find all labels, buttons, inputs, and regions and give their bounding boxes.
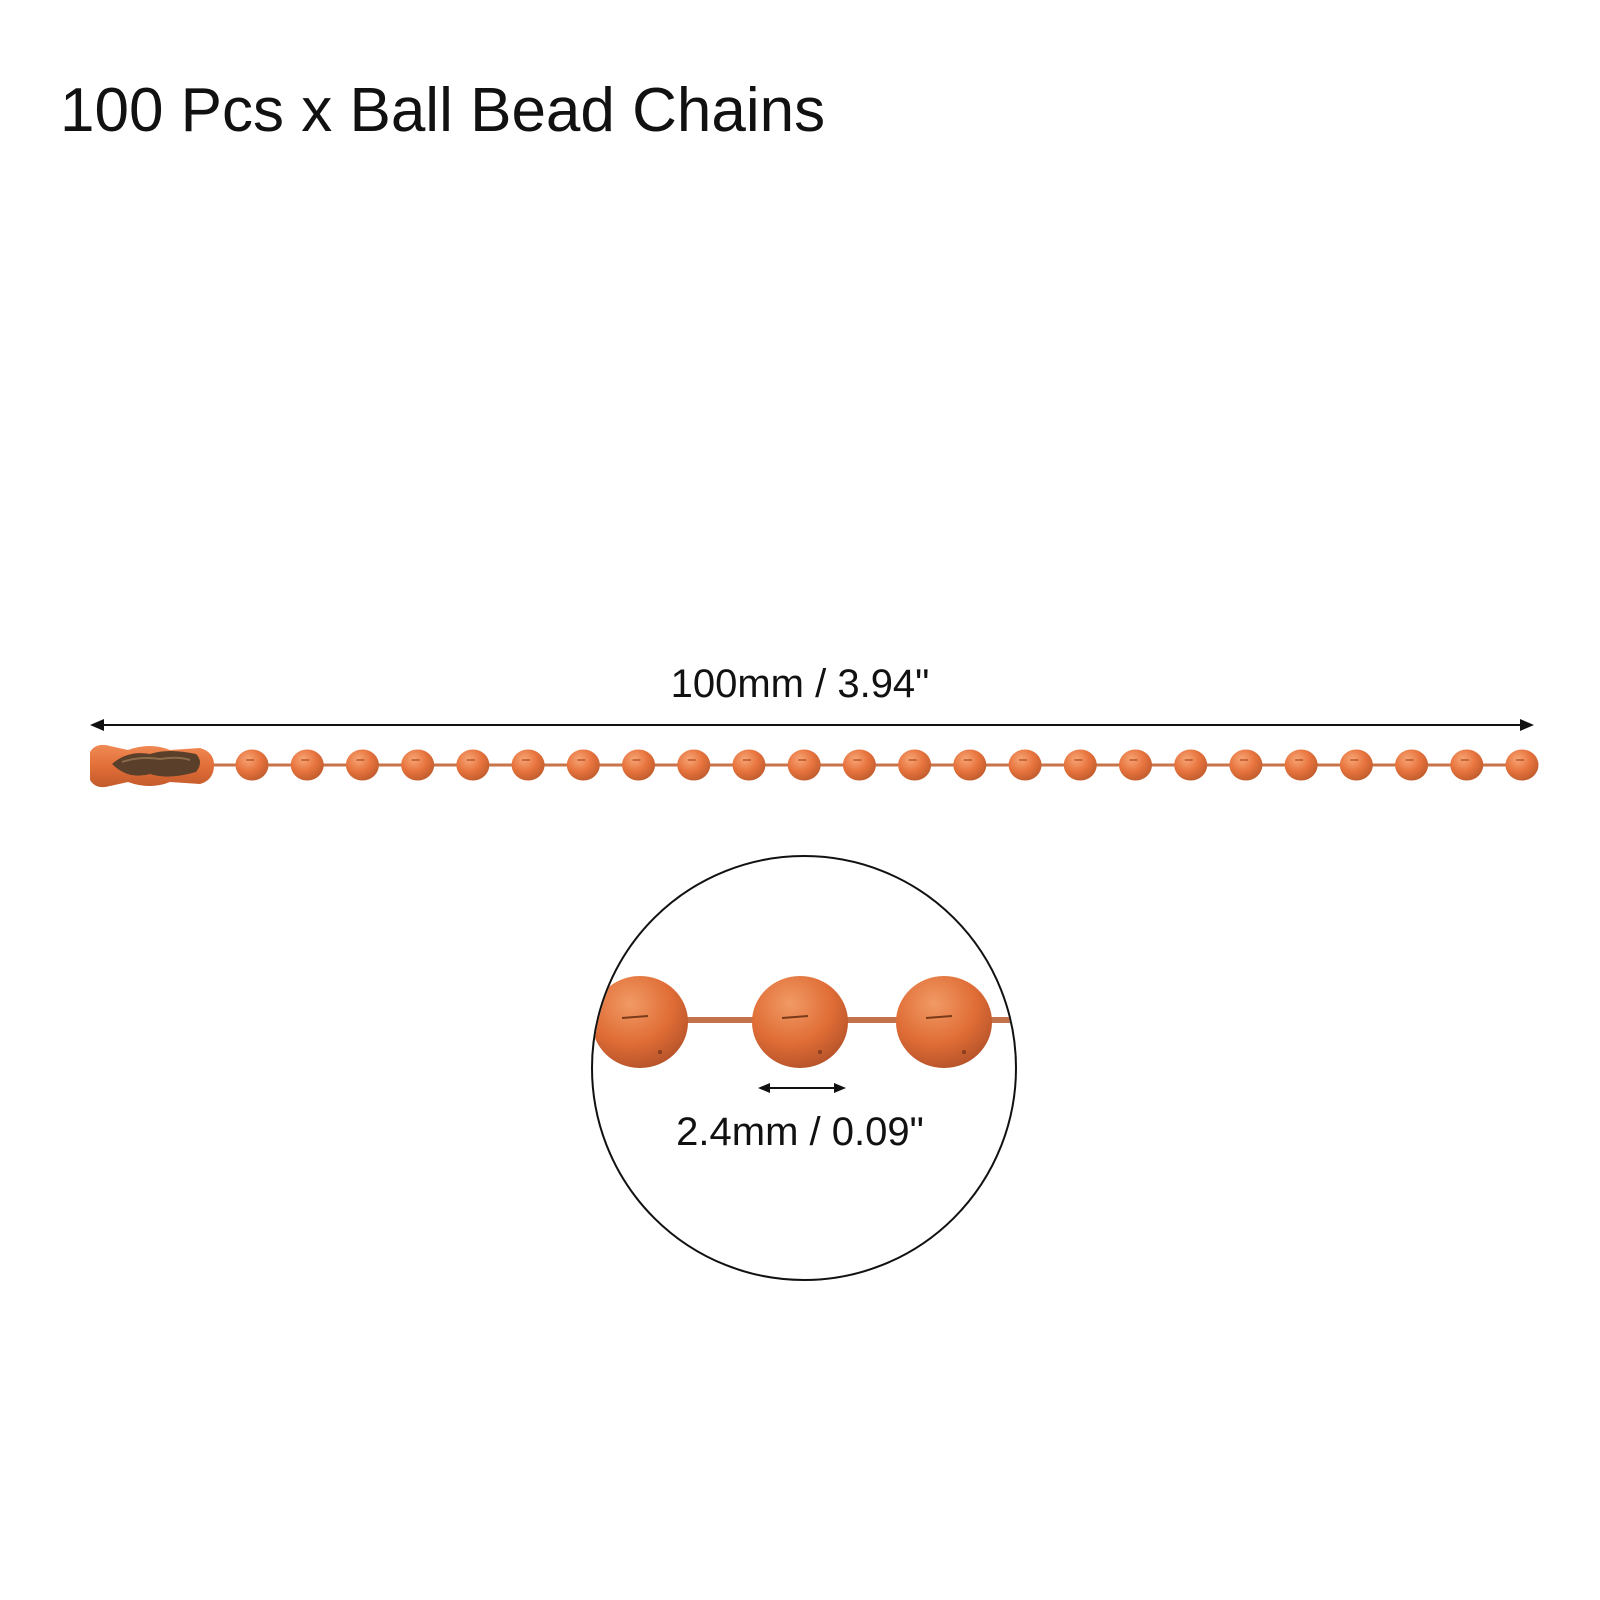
chain-bead [290, 749, 324, 781]
length-dimension-arrow [90, 719, 1534, 731]
chain-bead [1063, 749, 1097, 781]
chain-bead [511, 749, 545, 781]
chain-bead [1505, 749, 1539, 781]
chain-bead [1229, 749, 1263, 781]
zoom-bead-seam [781, 1015, 809, 1019]
chain-bead [787, 749, 821, 781]
bead-dimension-arrow [758, 1083, 846, 1093]
chain-bead [1174, 749, 1208, 781]
chain-bead [677, 749, 711, 781]
chain-bead [456, 749, 490, 781]
zoom-beads [593, 976, 992, 1068]
length-label: 100mm / 3.94" [670, 662, 930, 706]
chain-bead [842, 749, 876, 781]
chain-beads [235, 749, 1539, 781]
product-title: 100 Pcs x Ball Bead Chains [60, 76, 826, 145]
chain-bead [1284, 749, 1318, 781]
zoom-bead [593, 976, 688, 1068]
chain-bead [1118, 749, 1152, 781]
chain-bead [732, 749, 766, 781]
zoom-bead-speck [658, 1050, 662, 1054]
chain-bead [1008, 749, 1042, 781]
chain-bead [566, 749, 600, 781]
zoom-bead-seam [925, 1015, 953, 1019]
zoom-bead-seam [621, 1015, 649, 1019]
chain-bead [1450, 749, 1484, 781]
chain-bead [953, 749, 987, 781]
zoom-detail-circle [591, 855, 1017, 1281]
chain-clasp [90, 744, 214, 788]
chain-bead [1395, 749, 1429, 781]
zoom-bead [752, 976, 848, 1068]
zoom-bead [896, 976, 992, 1068]
chain-bead [345, 749, 379, 781]
chain-bead [1339, 749, 1373, 781]
zoom-bead-speck [818, 1050, 822, 1054]
bead-diameter-label: 2.4mm / 0.09" [676, 1110, 924, 1154]
chain-bead [622, 749, 656, 781]
zoom-bead-speck [962, 1050, 966, 1054]
chain-bead [898, 749, 932, 781]
chain-bead [401, 749, 435, 781]
chain-bead [235, 749, 269, 781]
